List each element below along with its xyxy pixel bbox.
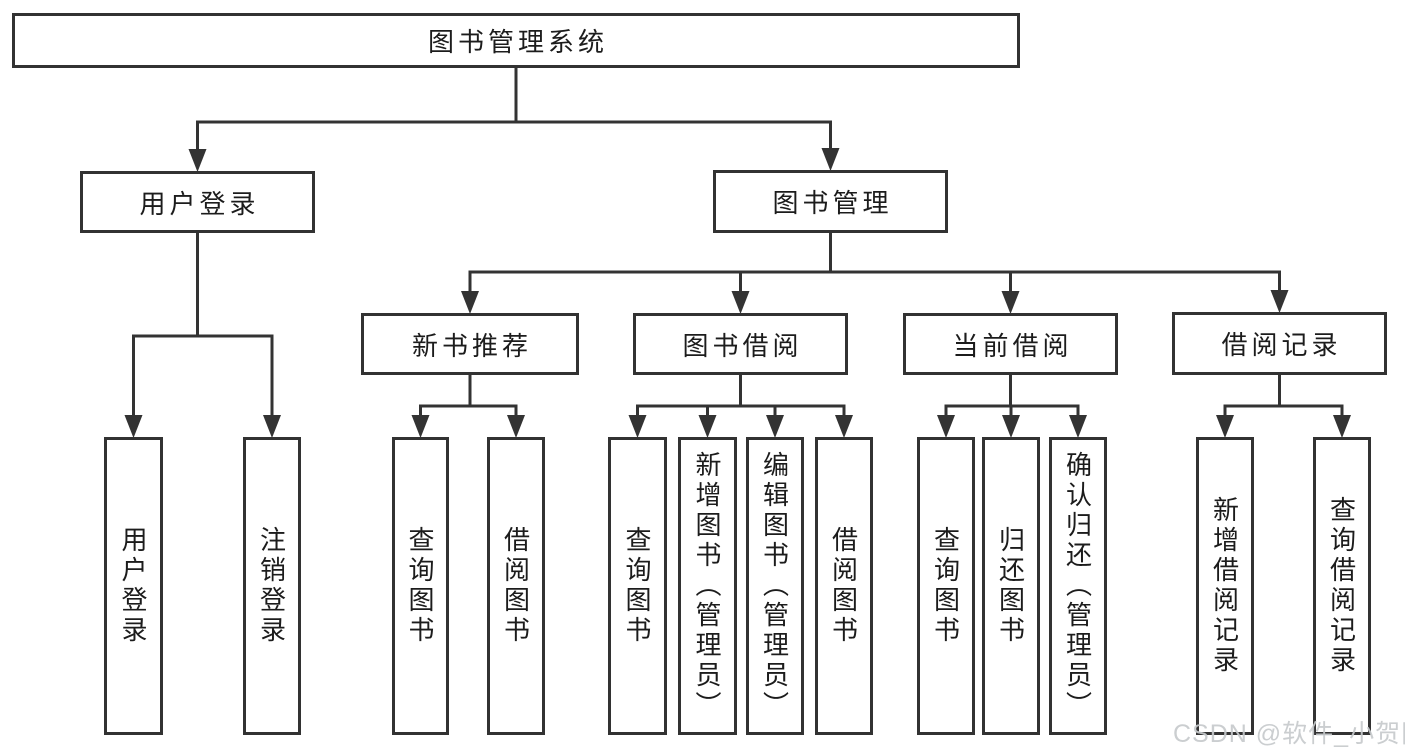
arrow-down-icon [821,148,840,171]
edge-from-current-borrow [937,373,1087,438]
arrow-down-icon [1333,415,1351,438]
node-v-logout: 注销登录 [243,437,301,735]
node-label-v-user-login: 用户登录 [118,526,148,646]
node-label-v-borrow-1: 借阅图书 [500,526,531,646]
node-label-new-book: 新书推荐 [411,330,532,361]
node-v-query-record: 查询借阅记录 [1313,437,1371,735]
edge-from-root [188,66,840,172]
node-v-query-2: 查询图书 [608,437,667,735]
node-new-book: 新书推荐 [361,313,579,375]
arrow-down-icon [766,415,784,438]
node-label-user-login: 用户登录 [139,188,260,219]
edge-from-book-mgmt [461,231,1289,314]
node-book-borrow: 图书借阅 [633,313,848,375]
edge-from-user-login [124,231,281,438]
node-label-v-add-record: 新增借阅记录 [1209,496,1240,676]
node-v-add-record: 新增借阅记录 [1196,437,1254,735]
arrow-down-icon [188,149,207,172]
node-label-root: 图书管理系统 [427,27,608,57]
node-label-current-borrow: 当前借阅 [952,330,1073,361]
arrow-down-icon [937,415,955,438]
node-borrow-records: 借阅记录 [1172,312,1387,375]
node-label-v-edit-book: 编辑图书（管理员） [759,451,790,721]
node-label-v-confirm-return: 确认归还（管理员） [1062,451,1093,721]
arrow-down-icon [698,415,717,438]
node-book-mgmt: 图书管理 [713,170,948,233]
node-label-book-mgmt: 图书管理 [772,188,893,218]
arrow-down-icon [1270,290,1289,313]
node-label-v-return: 归还图书 [995,526,1026,646]
edge-from-book-borrow [628,373,853,438]
node-label-v-query-3: 查询图书 [930,526,961,646]
node-label-v-borrow-2: 借阅图书 [828,526,859,646]
node-v-query-3: 查询图书 [917,437,975,735]
node-v-borrow-2: 借阅图书 [815,437,873,735]
arrow-down-icon [835,415,853,438]
node-v-user-login: 用户登录 [104,437,163,735]
watermark: CSDN @软件_小贺同学 [1173,720,1405,747]
arrow-down-icon [411,415,430,438]
arrow-down-icon [1216,415,1234,438]
node-label-book-borrow: 图书借阅 [682,330,803,361]
arrow-down-icon [263,415,281,438]
node-v-add-book: 新增图书（管理员） [678,437,737,735]
node-label-v-query-2: 查询图书 [622,526,652,646]
node-label-v-logout: 注销登录 [256,526,287,646]
node-v-return: 归还图书 [982,437,1040,735]
edge-from-new-book [411,373,525,438]
node-label-borrow-records: 借阅记录 [1221,330,1342,360]
node-current-borrow: 当前借阅 [903,313,1118,375]
node-root: 图书管理系统 [12,13,1020,68]
node-label-v-query-record: 查询借阅记录 [1326,496,1357,676]
edge-from-borrow-records [1216,373,1351,438]
arrow-down-icon [1001,291,1020,314]
node-v-confirm-return: 确认归还（管理员） [1049,437,1107,735]
arrow-down-icon [1002,415,1020,438]
arrow-down-icon [731,291,750,314]
arrow-down-icon [124,415,143,438]
node-v-borrow-1: 借阅图书 [487,437,545,735]
node-label-v-query-1: 查询图书 [405,526,435,646]
node-label-v-add-book: 新增图书（管理员） [692,451,722,721]
arrow-down-icon [628,415,647,438]
node-v-edit-book: 编辑图书（管理员） [746,437,804,735]
arrow-down-icon [507,415,525,438]
node-v-query-1: 查询图书 [392,437,449,735]
arrow-down-icon [461,291,479,314]
node-user-login: 用户登录 [80,171,315,233]
arrow-down-icon [1069,415,1087,438]
